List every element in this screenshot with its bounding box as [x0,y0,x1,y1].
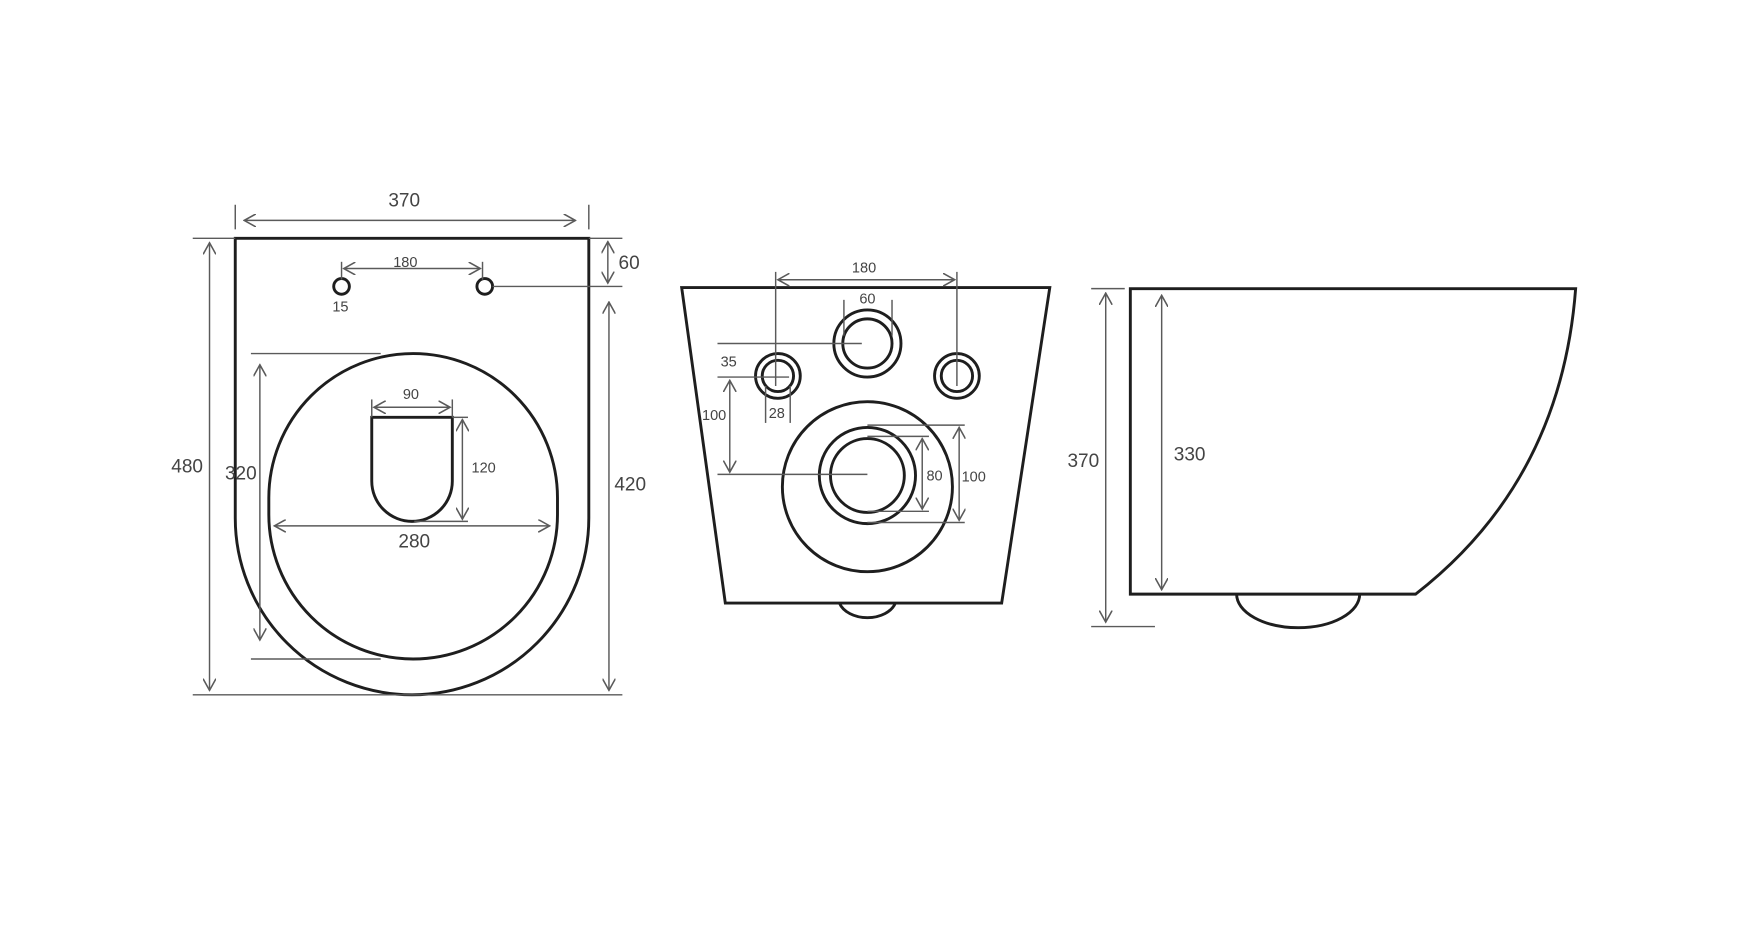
label-inlet: 60 [859,292,875,308]
bowl-outline [233,236,591,697]
bowl-opening [370,415,454,523]
label-hole-diameter: 15 [332,300,348,316]
seat-outline [267,352,559,661]
label-hole-offset: 60 [619,253,640,274]
mount-hole-right [475,277,495,296]
label-side-height: 370 [1067,451,1099,472]
label-inner-height: 330 [1174,444,1206,465]
side-view: 370 330 [1067,287,1578,630]
label-hole-spacing: 180 [393,255,417,271]
label-seat-width: 280 [398,532,430,553]
label-bolt-spacing: 180 [852,260,876,276]
label-outlet-offset: 100 [702,408,726,424]
label-outlet-inner: 80 [926,468,942,484]
rear-view: 180 60 35 28 100 80 100 [680,260,1052,620]
label-seat-length: 320 [225,463,257,484]
label-bolt-offset: 35 [721,354,737,370]
label-bolt-diameter: 28 [769,406,785,422]
rear-outline [680,286,1052,605]
side-outline [1128,287,1578,596]
front-view: 370 480 60 420 320 280 90 120 180 15 [171,190,646,697]
label-height: 480 [171,457,203,478]
label-depth: 420 [614,475,646,496]
label-outlet-outer: 100 [962,470,986,486]
mount-hole-left [332,277,351,296]
label-opening-length: 120 [472,461,496,477]
label-width: 370 [388,190,420,211]
label-opening-width: 90 [403,387,419,403]
